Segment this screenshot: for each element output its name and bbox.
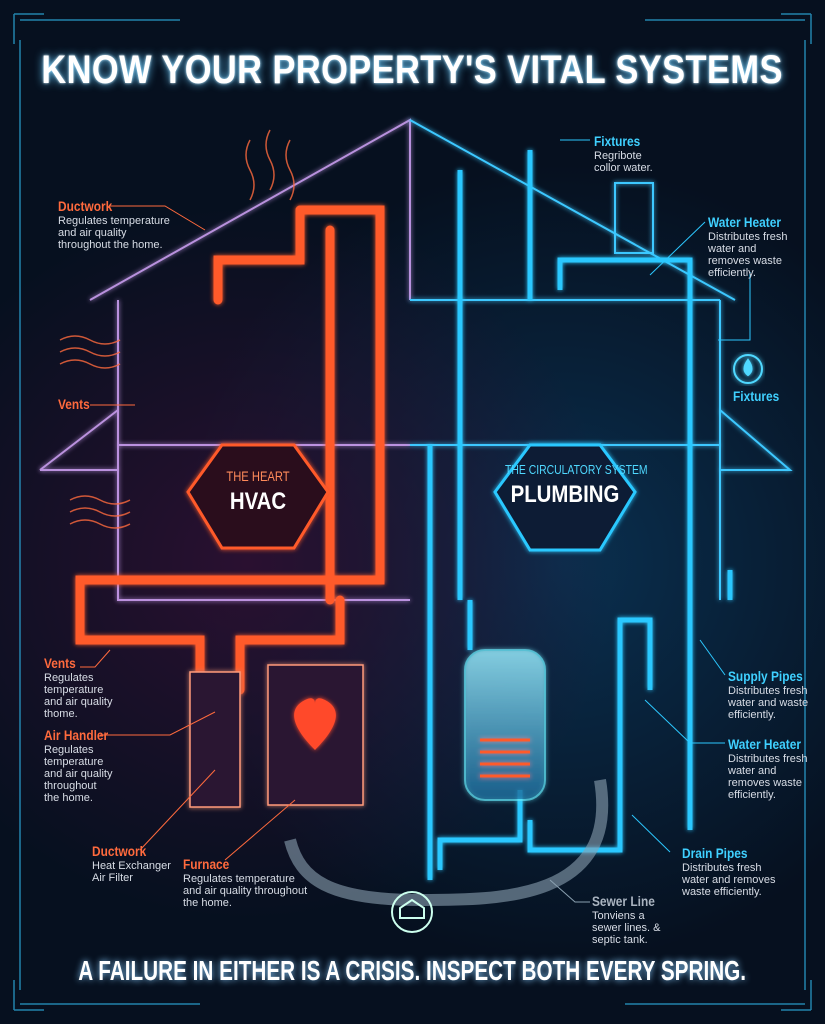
- label-title: Vents: [44, 655, 76, 671]
- water-heater-tank: [464, 649, 546, 801]
- sewer-line: [284, 779, 609, 907]
- label-desc: Regulates temperature and air quality th…: [44, 744, 113, 804]
- label-fixtures-right: Fixtures: [733, 388, 787, 405]
- label-desc: Regulates temperature and air quality th…: [44, 672, 113, 720]
- hvac-badge-name: HVAC: [229, 488, 287, 515]
- hvac-badge-subtitle: THE HEART: [226, 468, 290, 484]
- label-title: Sewer Line: [592, 893, 655, 909]
- air-handler-unit: [189, 664, 364, 808]
- hvac-badge: THE HEART HVAC: [188, 468, 328, 516]
- label-title: Furnace: [183, 856, 230, 872]
- hud-frame: [13, 13, 812, 1011]
- footer-message: A FAILURE IN EITHER IS A CRISIS. INSPECT…: [78, 955, 747, 986]
- label-vents-top: Vents: [58, 396, 95, 413]
- plumbing-hexagon: [493, 443, 637, 552]
- furnace-heart-icon: [294, 698, 336, 750]
- label-title: Supply Pipes: [728, 668, 803, 684]
- plumbing-badge-name: PLUMBING: [510, 481, 620, 508]
- hvac-hexagon: [186, 443, 330, 550]
- leader-lines: [80, 139, 751, 903]
- label-desc: Tonviens a sewer lines. & septic tank.: [592, 910, 661, 946]
- label-desc: Regulates temperature and air quality th…: [183, 873, 308, 909]
- plumbing-badge: THE CIRCULATORY SYSTEM PLUMBING: [490, 462, 648, 509]
- plumbing-pipes: [427, 150, 733, 880]
- page-title: KNOW YOUR PROPERTY'S VITAL SYSTEMS: [41, 48, 784, 92]
- label-title: Ductwork: [58, 198, 113, 214]
- label-desc: Heat Exchanger Air Filter: [92, 860, 171, 884]
- label-desc: Distributes fresh water and removes wast…: [728, 753, 808, 801]
- label-title: Vents: [58, 396, 90, 412]
- label-desc: Distributes fresh water and waste effici…: [728, 685, 809, 721]
- label-title: Fixtures: [594, 133, 641, 149]
- heat-waves: [59, 129, 295, 529]
- fixtures-droplet-icon: [733, 354, 763, 384]
- label-title: Water Heater: [728, 736, 801, 752]
- label-desc: Distributes fresh water and removes wast…: [708, 231, 788, 279]
- label-title: Air Handler: [44, 727, 109, 743]
- hvac-ductwork: [75, 205, 385, 695]
- label-title: Drain Pipes: [682, 845, 748, 861]
- label-title: Ductwork: [92, 843, 147, 859]
- plumbing-badge-subtitle: THE CIRCULATORY SYSTEM: [505, 462, 648, 477]
- footer-message-wrap: A FAILURE IN EITHER IS A CRISIS. INSPECT…: [0, 955, 825, 987]
- label-title: Water Heater: [708, 214, 781, 230]
- page-title-wrap: KNOW YOUR PROPERTY'S VITAL SYSTEMS: [0, 48, 825, 93]
- label-desc: Regulates temperature and air quality th…: [58, 215, 170, 251]
- label-title: Fixtures: [733, 388, 780, 404]
- sewer-house-icon: [391, 891, 433, 933]
- label-desc: Regribote collor water.: [594, 150, 653, 174]
- label-desc: Distributes fresh water and removes wast…: [682, 862, 776, 898]
